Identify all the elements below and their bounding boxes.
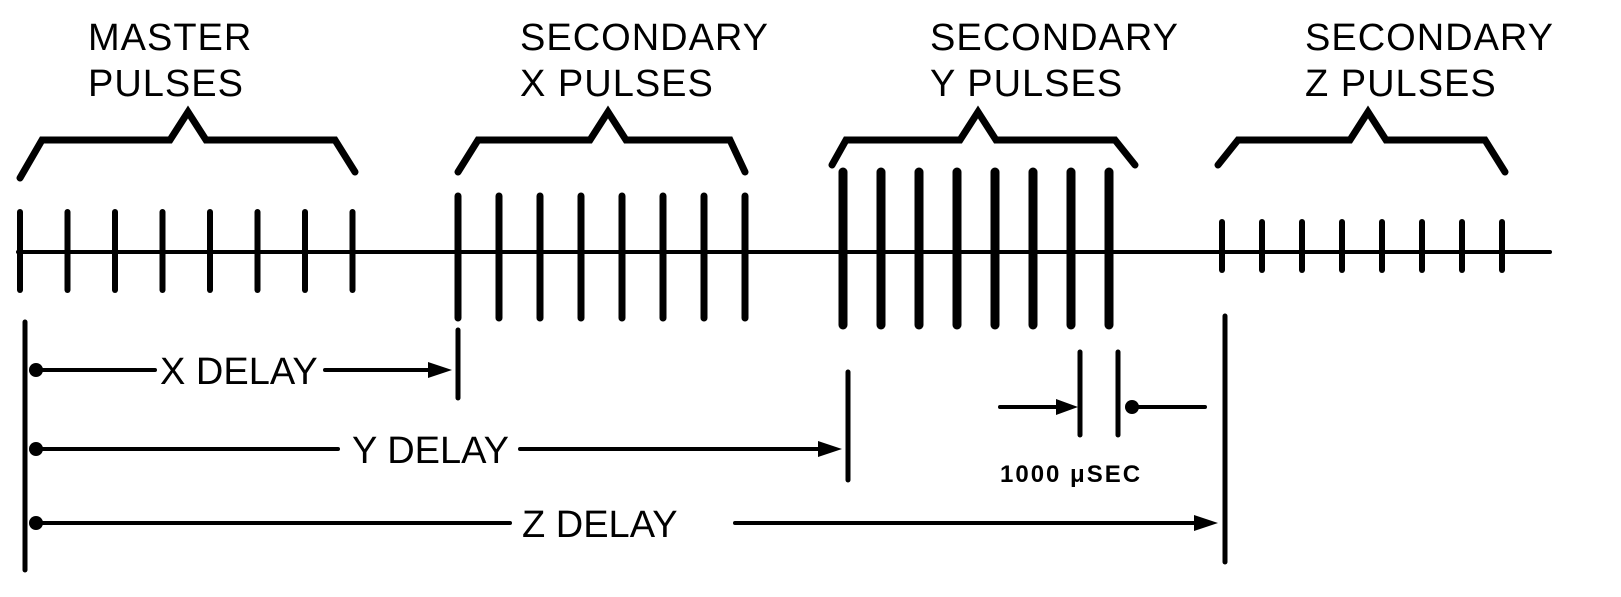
pulses-secondary-y xyxy=(838,167,1114,330)
brace-y xyxy=(828,105,1139,169)
pulses-secondary-z xyxy=(1219,219,1505,273)
y-delay-dimension: Y DELAY xyxy=(29,430,842,472)
brace-x xyxy=(454,105,749,176)
pulses-master xyxy=(17,209,356,293)
label-master-line2: PULSES xyxy=(88,63,244,105)
label-y-line2: Y PULSES xyxy=(930,63,1123,105)
z-delay-dimension: Z DELAY xyxy=(29,504,1218,546)
label-secondary-x-pulses: SECONDARY X PULSES xyxy=(520,17,769,105)
pulses-secondary-x xyxy=(454,192,749,322)
brace-master xyxy=(16,105,359,182)
z-delay-label: Z DELAY xyxy=(522,504,678,546)
pulse-interval-dimension: 1000 μSEC xyxy=(998,349,1207,488)
label-secondary-z-pulses: SECONDARY Z PULSES xyxy=(1305,17,1554,105)
brace-z xyxy=(1214,105,1509,176)
x-delay-label: X DELAY xyxy=(160,351,318,393)
x-delay-dimension: X DELAY xyxy=(29,351,452,393)
label-z-line2: Z PULSES xyxy=(1305,63,1497,105)
label-master-line1: MASTER xyxy=(88,17,252,59)
label-x-line1: SECONDARY xyxy=(520,17,769,59)
label-secondary-y-pulses: SECONDARY Y PULSES xyxy=(930,17,1179,105)
y-delay-label: Y DELAY xyxy=(352,430,509,472)
label-y-line1: SECONDARY xyxy=(930,17,1179,59)
label-z-line1: SECONDARY xyxy=(1305,17,1554,59)
label-master-pulses: MASTER PULSES xyxy=(88,17,252,105)
label-x-line2: X PULSES xyxy=(520,63,714,105)
interval-label: 1000 μSEC xyxy=(1000,461,1142,488)
